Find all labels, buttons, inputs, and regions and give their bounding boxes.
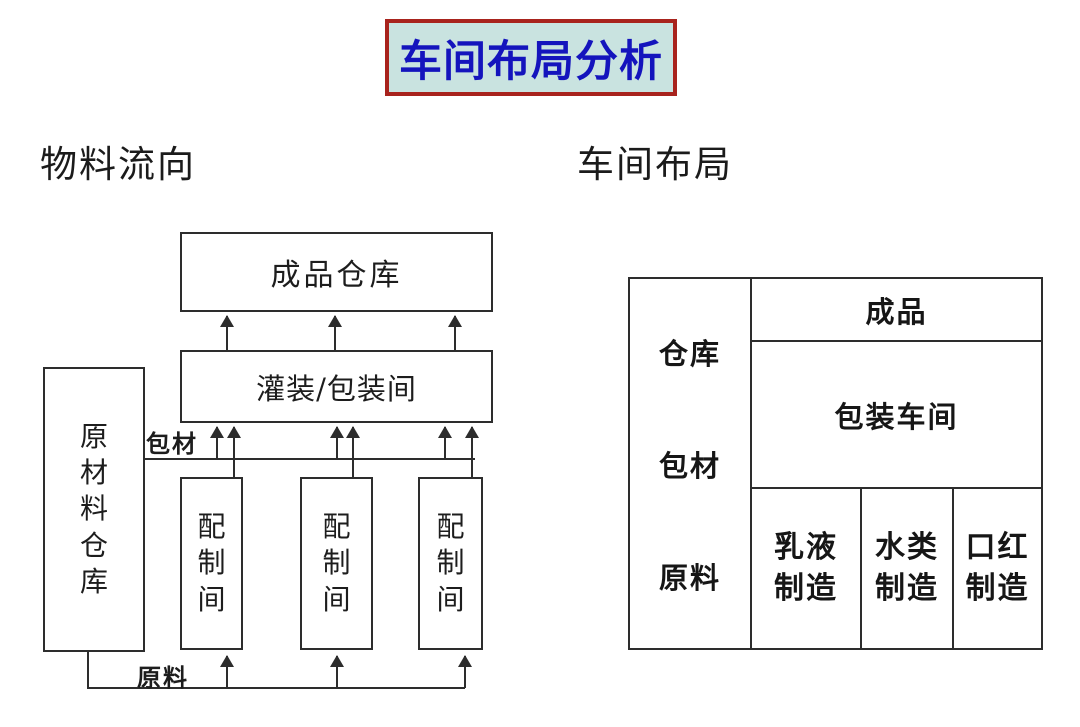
slide-title-box: 车间布局分析: [385, 19, 677, 96]
filling-packaging-box: 灌装/包装间: [180, 350, 493, 423]
warehouse-column-cell: 仓库 包材 原料: [630, 279, 750, 648]
raw-material-label: 原料: [658, 560, 721, 595]
raw-material-flow-label: 原料: [137, 664, 189, 692]
packaging-material-label: 包材: [658, 448, 721, 483]
prep-room-box-3: 配制间: [418, 477, 483, 650]
water-manufacturing-label: 水类制造: [875, 530, 939, 606]
finished-warehouse-label: 成品仓库: [270, 258, 403, 293]
raw-material-warehouse-label: 原材料仓库: [79, 419, 108, 599]
finished-product-cell: 成品: [750, 279, 1041, 340]
packaging-workshop-cell: 包装车间: [750, 340, 1041, 487]
prep-room-box-2: 配制间: [300, 477, 373, 650]
finished-product-label: 成品: [865, 294, 928, 329]
raw-material-warehouse-box: 原材料仓库: [43, 367, 145, 652]
packaging-workshop-label: 包装车间: [834, 399, 959, 434]
workshop-layout-table: 仓库 包材 原料 成品 包装车间 乳液制造 水类制造 口红制造: [628, 277, 1043, 650]
water-manufacturing-cell: 水类制造: [860, 487, 952, 648]
lipstick-manufacturing-label: 口红制造: [965, 530, 1030, 606]
prep-room-box-1: 配制间: [180, 477, 243, 650]
workshop-layout-heading: 车间布局: [577, 143, 733, 186]
material-flow-heading: 物料流向: [40, 143, 196, 186]
warehouse-label: 仓库: [658, 336, 721, 371]
emulsion-manufacturing-label: 乳液制造: [774, 530, 838, 606]
emulsion-manufacturing-cell: 乳液制造: [750, 487, 860, 648]
packaging-material-flow-label: 包材: [146, 430, 198, 458]
prep-room-label-3: 配制间: [436, 509, 465, 616]
filling-packaging-label: 灌装/包装间: [256, 371, 417, 406]
prep-room-label-2: 配制间: [322, 509, 351, 616]
slide-title: 车间布局分析: [399, 36, 663, 87]
lipstick-manufacturing-cell: 口红制造: [952, 487, 1041, 648]
prep-room-label-1: 配制间: [197, 509, 226, 616]
finished-warehouse-box: 成品仓库: [180, 232, 493, 312]
